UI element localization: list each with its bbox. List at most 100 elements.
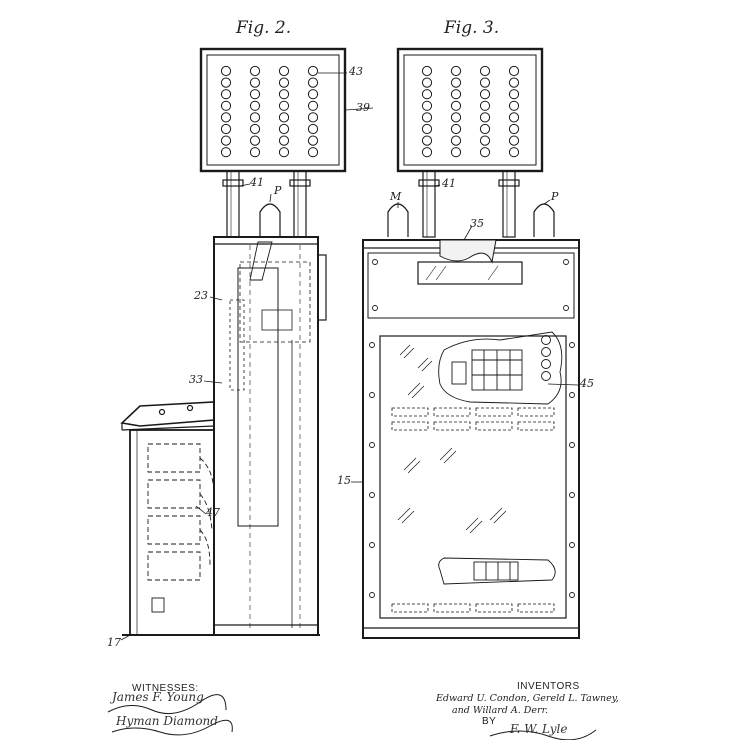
fig3-lamp-p <box>533 203 555 237</box>
lamp <box>249 135 261 146</box>
fig3-relay-cutaway-upper <box>438 331 563 405</box>
lamp <box>508 147 520 158</box>
lamp <box>249 77 261 88</box>
lamp <box>479 123 491 135</box>
lamp <box>508 135 520 146</box>
lamp <box>508 123 520 135</box>
lamp <box>508 112 520 123</box>
ref-43: 43 <box>349 65 363 78</box>
lamp <box>220 89 232 100</box>
inventors-label: INVENTORS <box>517 681 580 692</box>
lamp <box>220 135 232 146</box>
lamp <box>450 100 462 111</box>
lamp <box>421 65 433 77</box>
lamp <box>278 65 290 77</box>
lamp <box>220 100 232 111</box>
lamp <box>220 112 232 123</box>
ref-23: 23 <box>194 289 208 302</box>
lamp <box>421 147 433 158</box>
fig2-relay-banks <box>147 443 215 581</box>
attorney-signature: F. W. Lyle <box>510 722 568 736</box>
ref-17: 17 <box>107 636 121 649</box>
lamp <box>421 77 433 88</box>
fig3-cutaway-35 <box>439 239 497 264</box>
ref-41-fig3: 41 <box>442 177 456 190</box>
lamp <box>479 89 491 100</box>
fig3-relay-cutaway-lower <box>438 557 556 585</box>
lamp <box>249 147 261 158</box>
lamp <box>307 147 319 158</box>
lamp <box>278 112 290 123</box>
lamp <box>479 147 491 158</box>
fig2-support-posts <box>222 170 311 238</box>
signature-strokes <box>107 694 597 741</box>
ref-33: 33 <box>189 373 203 386</box>
fig2-cabinet-side <box>213 236 327 636</box>
fig2-display-panel <box>199 47 347 173</box>
fig3-vent-slots <box>391 407 555 613</box>
ref-39: 39 <box>356 101 370 114</box>
witness-1-signature: James F. Young <box>112 690 204 704</box>
inventors-line-2: and Willard A. Derr. <box>452 705 549 716</box>
lamp <box>450 147 462 158</box>
lamp <box>220 65 232 77</box>
ref-m: M <box>390 190 402 203</box>
fig2-lamp-grid <box>220 65 319 158</box>
lamp <box>278 123 290 135</box>
lamp <box>508 77 520 88</box>
lamp <box>450 123 462 135</box>
lamp <box>249 112 261 123</box>
fig3-display-panel <box>396 47 544 173</box>
ref-p-fig3: P <box>551 190 559 203</box>
fig3-glass-shading <box>397 344 507 534</box>
lamp <box>421 112 433 123</box>
fig2-front-desk <box>120 401 320 636</box>
lamp <box>421 135 433 146</box>
fig3-mount-screws <box>369 259 575 598</box>
lamp <box>479 77 491 88</box>
fig3-lamp-m <box>387 203 409 237</box>
lamp <box>450 65 462 77</box>
fig3-title: Fig. 3. <box>444 18 500 38</box>
lamp <box>220 147 232 158</box>
leader-lines <box>120 72 579 641</box>
ref-45: 45 <box>580 377 594 390</box>
lamp <box>450 89 462 100</box>
lamp <box>479 65 491 77</box>
lamp <box>307 89 319 100</box>
lamp <box>307 77 319 88</box>
lamp <box>278 135 290 146</box>
lamp <box>450 77 462 88</box>
lamp <box>479 112 491 123</box>
ref-47: 47 <box>206 506 220 519</box>
ref-35: 35 <box>470 217 484 230</box>
lamp <box>479 135 491 146</box>
fig2-lamp-p <box>259 203 281 237</box>
fig2-title: Fig. 2. <box>236 18 292 38</box>
lamp <box>249 123 261 135</box>
lamp <box>307 100 319 111</box>
lamp <box>421 123 433 135</box>
lamp <box>278 100 290 111</box>
lamp <box>421 89 433 100</box>
lamp <box>307 135 319 146</box>
witness-2-signature: Hyman Diamond <box>116 714 218 728</box>
witnesses-label: WITNESSES: <box>132 683 199 694</box>
lamp <box>278 89 290 100</box>
inventors-line-1: Edward U. Condon, Gereld L. Tawney, <box>436 693 619 704</box>
fig3-support-posts <box>418 170 520 238</box>
lamp <box>450 135 462 146</box>
lamp <box>421 100 433 111</box>
lamp <box>508 100 520 111</box>
fig3-lamp-grid <box>421 65 520 158</box>
lamp <box>508 89 520 100</box>
lamp <box>508 65 520 77</box>
lamp <box>220 77 232 88</box>
lamp <box>220 123 232 135</box>
ref-41-fig2: 41 <box>250 176 264 189</box>
by-label: BY <box>482 716 497 727</box>
lamp <box>249 100 261 111</box>
lamp <box>249 65 261 77</box>
